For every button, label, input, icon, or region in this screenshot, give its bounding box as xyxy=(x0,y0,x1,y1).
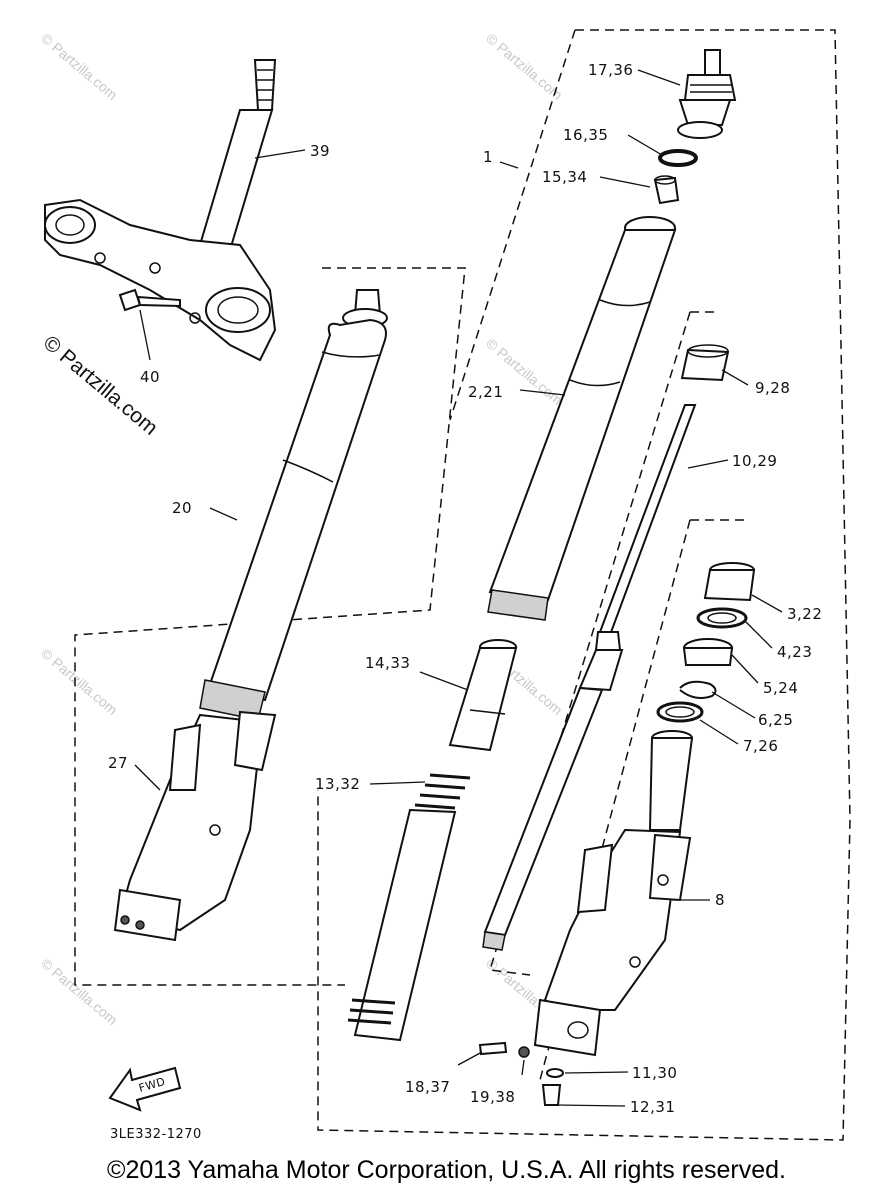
oil-seal-part-4-23 xyxy=(696,607,748,629)
callout-6-25: 6,25 xyxy=(758,711,793,729)
leader-lines xyxy=(134,69,783,1107)
callout-18-37: 18,37 xyxy=(405,1078,450,1096)
inner-outline-1 xyxy=(489,311,720,976)
callout-4-23: 4,23 xyxy=(777,643,812,661)
callout-3-22: 3,22 xyxy=(787,605,822,623)
outer-tube-part-27 xyxy=(113,710,277,942)
callout-12-31: 12,31 xyxy=(630,1098,675,1116)
drain-bolt-part-12-31 xyxy=(541,1084,562,1106)
watermark: © Partzilla.com xyxy=(38,645,121,718)
bolt-part-40 xyxy=(118,288,181,312)
watermark: © Partzilla.com xyxy=(38,30,121,103)
callout-16-35: 16,35 xyxy=(563,126,608,144)
collar-part-9-28 xyxy=(680,344,730,382)
circlip-part-6-25 xyxy=(679,680,717,699)
dust-seal-part-7-26 xyxy=(656,701,704,723)
inner-tube-part-2-21 xyxy=(487,216,677,621)
callout-labels: 39 40 20 27 1 17,36 16,35 15,34 2,21 9,2… xyxy=(108,61,822,1116)
callout-19-38: 19,38 xyxy=(470,1088,515,1106)
callout-11-30: 11,30 xyxy=(632,1064,677,1082)
callout-1: 1 xyxy=(483,148,493,166)
diagram-code: 3LE332-1270 xyxy=(110,1127,202,1142)
forward-arrow-icon: FWD xyxy=(108,1066,182,1112)
inner-tube-part-20 xyxy=(199,289,388,721)
watermark: © Partzilla.com xyxy=(483,30,566,103)
spacer-part-15-34 xyxy=(653,175,680,205)
callout-10-29: 10,29 xyxy=(732,452,777,470)
o-ring-part-16-35 xyxy=(658,149,698,167)
callout-5-24: 5,24 xyxy=(763,679,798,697)
gasket-part-11-30 xyxy=(546,1068,564,1078)
washer-part-19-38 xyxy=(518,1046,530,1058)
callout-17-36: 17,36 xyxy=(588,61,633,79)
callout-27: 27 xyxy=(108,754,128,772)
steering-stem-part-39 xyxy=(44,59,277,362)
cap-bolt-part-17-36 xyxy=(677,49,737,139)
callout-7-26: 7,26 xyxy=(743,737,778,755)
damper-rod-part-10-29 xyxy=(482,404,697,951)
callout-8: 8 xyxy=(715,891,725,909)
callout-20: 20 xyxy=(172,499,192,517)
damper-piece-part-14-33 xyxy=(448,639,518,752)
washer-part-5-24 xyxy=(682,638,734,666)
assembly-outline-right xyxy=(317,29,851,1141)
seal-guide-part-3-22 xyxy=(703,562,756,602)
bolt-part-18-37 xyxy=(478,1041,508,1056)
outer-tube-part-8 xyxy=(533,730,694,1057)
callout-39: 39 xyxy=(310,142,330,160)
callout-13-32: 13,32 xyxy=(315,775,360,793)
callout-9-28: 9,28 xyxy=(755,379,790,397)
callout-15-34: 15,34 xyxy=(542,168,587,186)
callout-40: 40 xyxy=(140,368,160,386)
copyright-notice: ©2013 Yamaha Motor Corporation, U.S.A. A… xyxy=(107,1156,786,1184)
watermark: © Partzilla.com xyxy=(38,955,121,1028)
callout-2-21: 2,21 xyxy=(468,383,503,401)
fork-spring-part-13-32 xyxy=(347,773,471,1042)
callout-14-33: 14,33 xyxy=(365,654,410,672)
